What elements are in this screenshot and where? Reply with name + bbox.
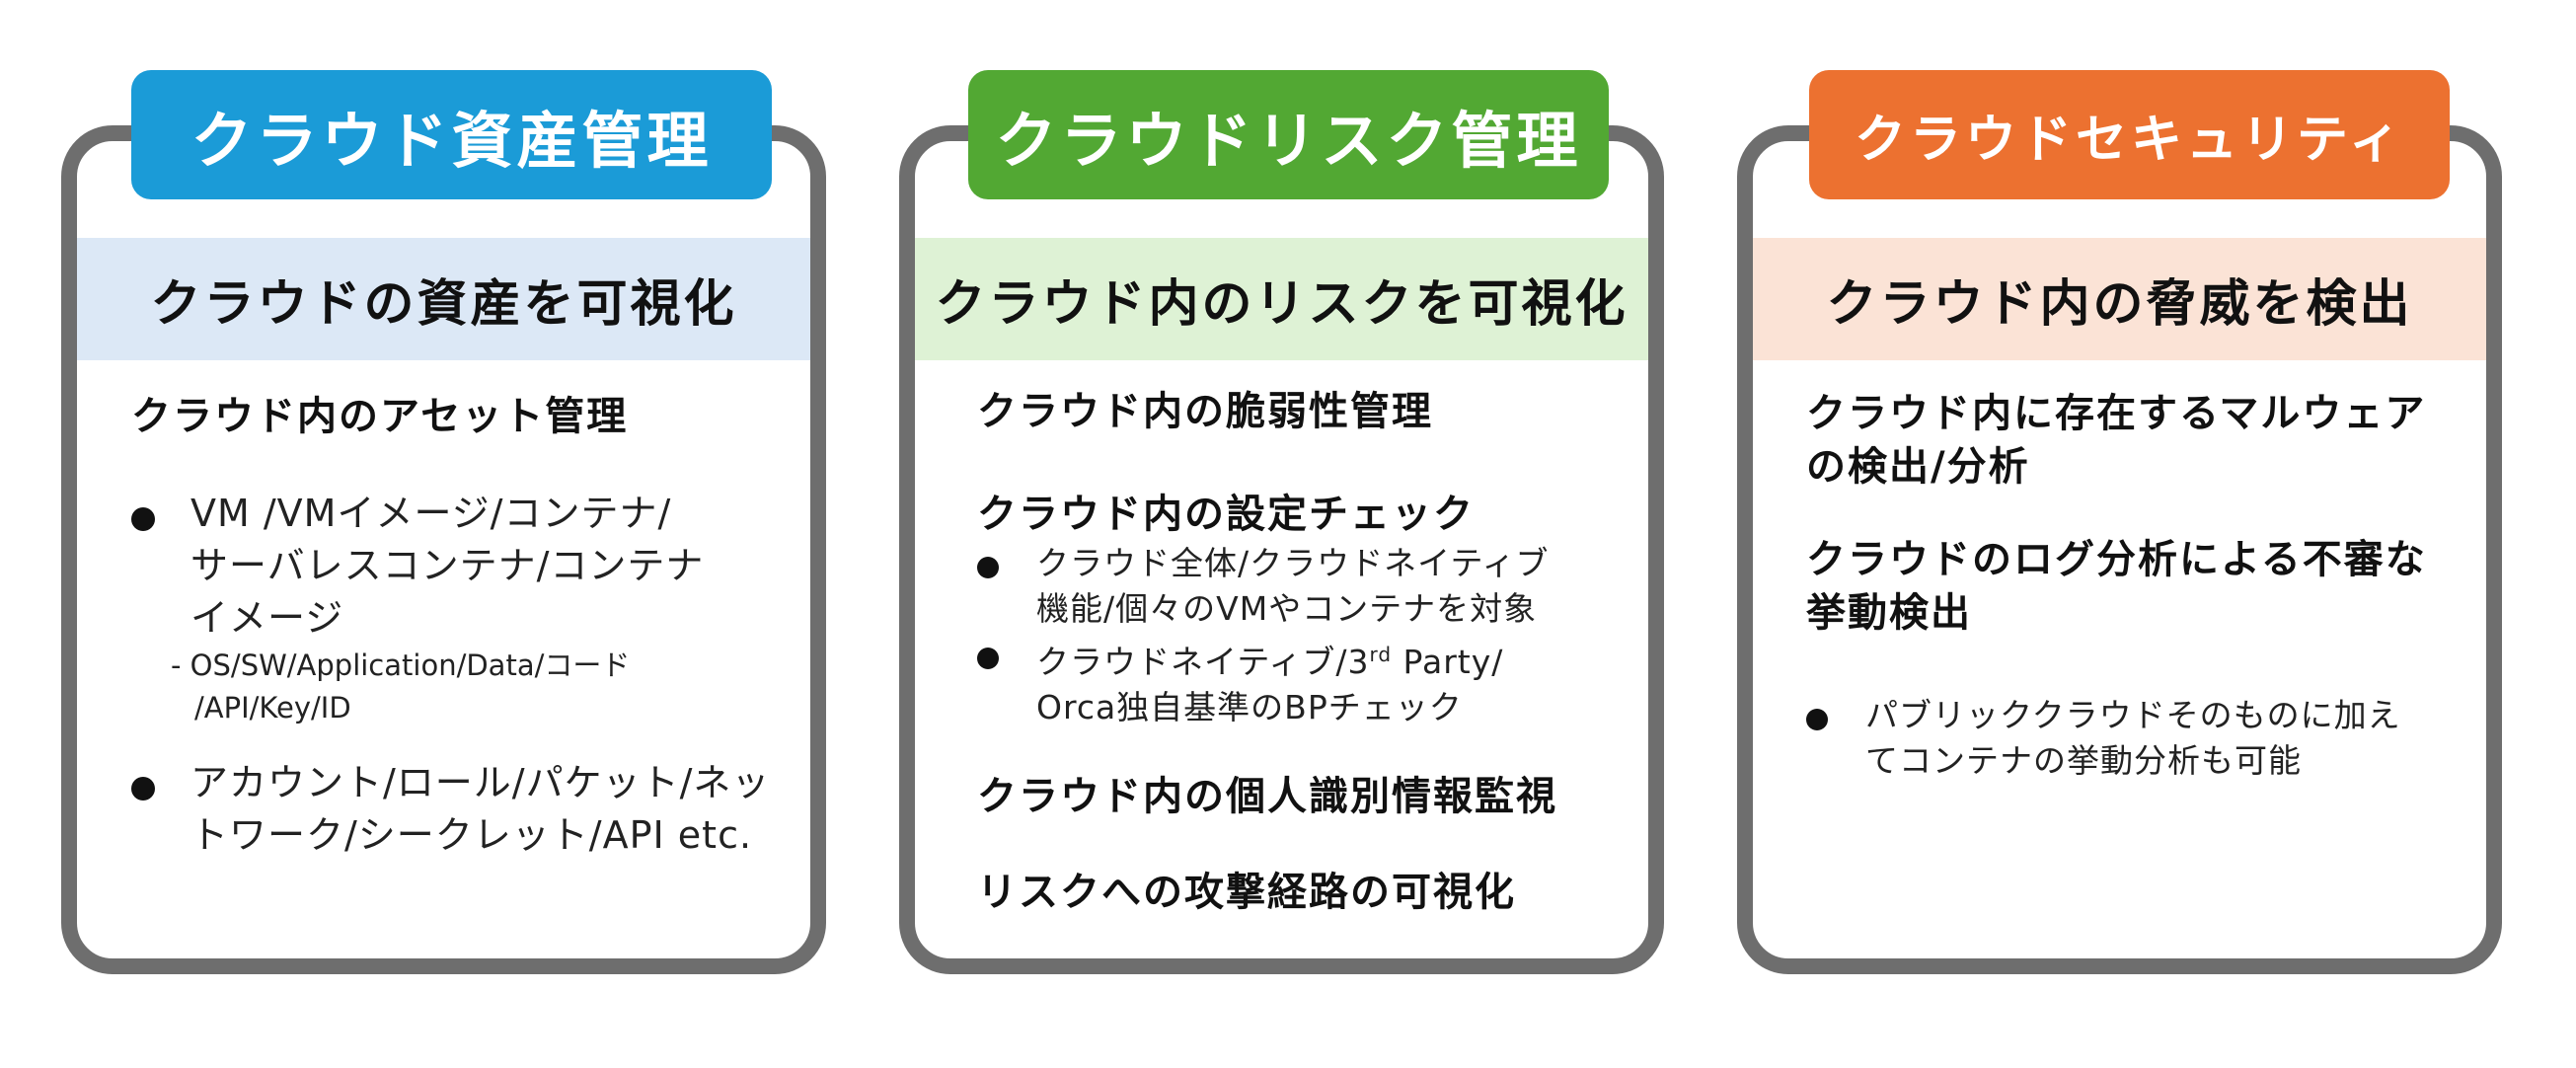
band-threat-detection-text: クラウド内の脅威を検出 (1826, 275, 2413, 334)
list-item: アカウント/ロール/パケット/ネッ トワーク/シークレット/API etc. (131, 757, 802, 862)
heading-asset-management: クラウド内のアセット管理 (131, 394, 629, 439)
header-cloud-security-text: クラウドセキュリティ (1855, 111, 2404, 170)
heading-line: クラウドのログ分析による不審な (1806, 537, 2427, 582)
content-risk-management: クラウド内の脆弱性管理 クラウド内の設定チェック クラウド全体/クラウドネイティ… (977, 385, 1629, 919)
bullet-dot (977, 648, 999, 669)
heading-attack-path: リスクへの攻撃経路の可視化 (977, 870, 1516, 915)
sub-item: - OS/SW/Application/Data/コード /API/Key/ID (131, 645, 802, 729)
header-risk-management: クラウドリスク管理 (968, 70, 1609, 199)
bullet-dot (977, 557, 999, 578)
heading-log-analysis: クラウドのログ分析による不審な 挙動検出 (1806, 533, 2477, 640)
bullet-dot (1806, 709, 1828, 730)
bullet-text: イメージ (190, 596, 344, 640)
content-asset-management: クラウド内のアセット管理 VM /VMイメージ/コンテナ/ サーバレスコンテナ/… (131, 390, 802, 862)
list-item: パブリッククラウドそのものに加え てコンテナの挙動分析も可能 (1806, 693, 2477, 784)
sub-item-text: - OS/SW/Application/Data/コード (171, 648, 631, 682)
bullet-text: パブリッククラウドそのものに加え (1865, 696, 2401, 734)
header-cloud-security: クラウドセキュリティ (1809, 70, 2450, 199)
header-asset-management: クラウド資産管理 (131, 70, 772, 199)
band-risk-visibility: クラウド内のリスクを可視化 (915, 238, 1648, 360)
heading-config-check: クラウド内の設定チェック (977, 492, 1475, 537)
band-asset-visibility: クラウドの資産を可視化 (77, 238, 810, 360)
heading-line: クラウド内に存在するマルウェア (1806, 391, 2427, 436)
bullet-text: アカウント/ロール/パケット/ネッ (190, 761, 771, 804)
bullet-text: VM /VMイメージ/コンテナ/ (190, 492, 672, 535)
bullet-text: 機能/個々のVMやコンテナを対象 (1036, 589, 1538, 628)
band-asset-visibility-text: クラウドの資産を可視化 (150, 275, 737, 334)
bullet-text: クラウド全体/クラウドネイティブ (1036, 544, 1550, 582)
content-cloud-security: クラウド内に存在するマルウェア の検出/分析 クラウドのログ分析による不審な 挙… (1806, 387, 2477, 784)
heading-line: 挙動検出 (1806, 590, 1972, 636)
bullet-dot (131, 777, 155, 801)
list-item: クラウドネイティブ/3rd Party/ Orca独自基準のBPチェック (977, 632, 1629, 730)
header-asset-management-text: クラウド資産管理 (190, 104, 713, 177)
bullet-dot (131, 507, 155, 531)
superscript-rd: rd (1369, 643, 1393, 666)
bullet-text-part: クラウドネイティブ/3 (1036, 643, 1370, 681)
heading-malware-detection: クラウド内に存在するマルウェア の検出/分析 (1806, 387, 2477, 494)
band-threat-detection: クラウド内の脅威を検出 (1753, 238, 2486, 360)
bullet-text: トワーク/シークレット/API etc. (190, 813, 753, 857)
heading-pii-monitoring: クラウド内の個人識別情報監視 (977, 774, 1557, 819)
bullet-text: Orca独自基準のBPチェック (1036, 688, 1463, 726)
bullet-text: サーバレスコンテナ/コンテナ (190, 544, 705, 587)
list-item: VM /VMイメージ/コンテナ/ サーバレスコンテナ/コンテナ イメージ (131, 488, 802, 645)
heading-line: の検出/分析 (1806, 444, 2030, 490)
band-risk-visibility-text: クラウド内のリスクを可視化 (935, 275, 1629, 334)
bullet-text-part: Party/ (1392, 643, 1504, 681)
list-item: クラウド全体/クラウドネイティブ 機能/個々のVMやコンテナを対象 (977, 541, 1629, 632)
heading-vulnerability-management: クラウド内の脆弱性管理 (977, 389, 1433, 434)
header-risk-management-text: クラウドリスク管理 (995, 104, 1582, 177)
bullet-text: クラウドネイティブ/3rd Party/ (1036, 632, 1629, 685)
bullet-text: てコンテナの挙動分析も可能 (1865, 741, 2302, 780)
sub-item-text: /API/Key/ID (194, 691, 351, 725)
